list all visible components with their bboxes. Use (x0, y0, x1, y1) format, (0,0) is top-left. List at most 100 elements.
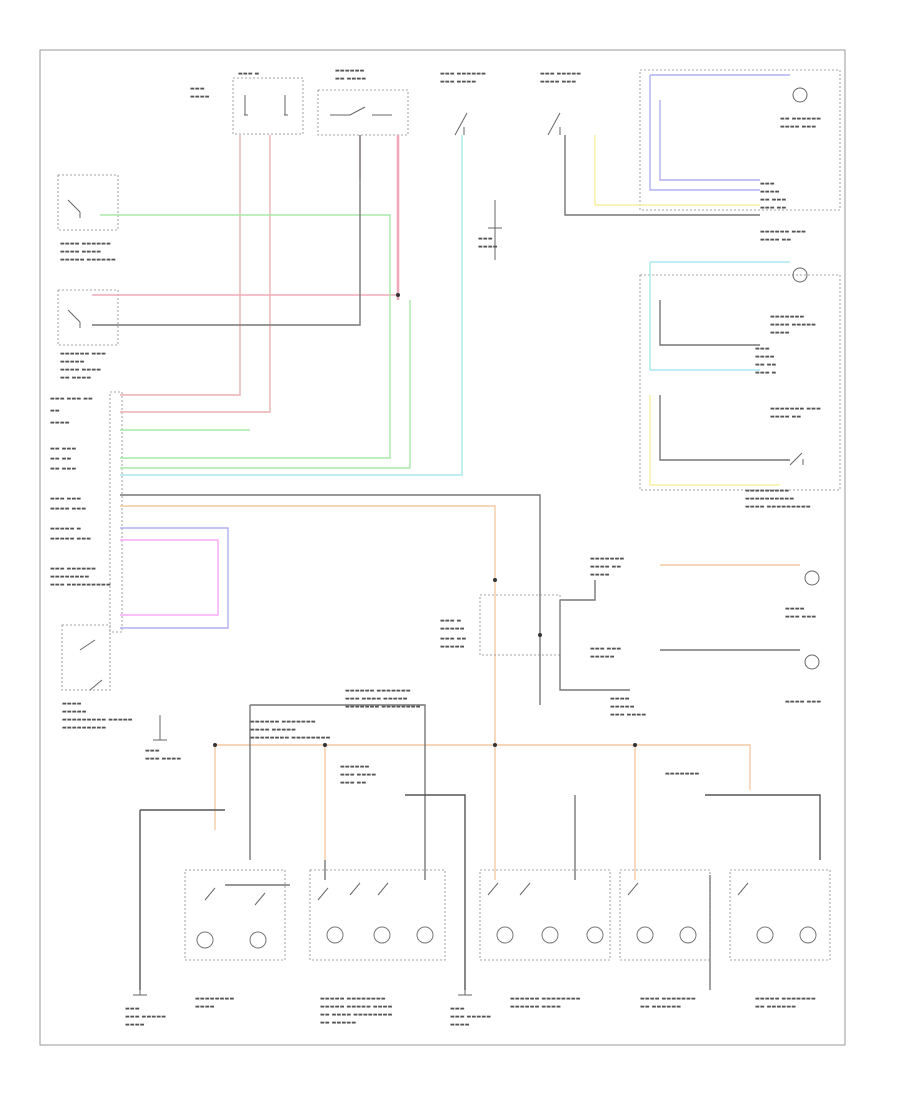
svg-text:▬▬▬▬ ▬▬▬▬: ▬▬▬▬ ▬▬▬▬ (60, 249, 101, 255)
diagram-border (39, 49, 846, 1046)
splice-labels: ▬▬▬▬▬▬ ▬▬▬▬▬▬▬ ▬▬▬ ▬▬▬▬ ▬▬▬▬▬ ▬▬▬▬▬▬▬ ▬▬… (250, 688, 699, 786)
wire-cyan-1 (120, 135, 463, 476)
svg-text:▬▬▬ ▬▬▬▬▬: ▬▬▬ ▬▬▬▬▬ (540, 71, 581, 77)
svg-text:▬▬▬ ▬▬▬: ▬▬▬ ▬▬▬ (590, 646, 621, 652)
svg-text:▬▬▬: ▬▬▬ (145, 748, 160, 754)
svg-text:▬▬▬▬▬ ▬▬▬▬▬▬▬▬: ▬▬▬▬▬ ▬▬▬▬▬▬▬▬ (320, 996, 386, 1002)
front-door-switch-left: ▬▬▬▬ ▬▬▬▬▬▬ ▬▬▬▬ ▬▬▬▬ ▬▬▬▬▬ ▬▬▬▬▬▬ (57, 174, 119, 263)
svg-text:▬▬▬ ▬▬▬: ▬▬▬ ▬▬▬ (50, 496, 81, 502)
svg-text:▬▬▬▬ ▬▬▬: ▬▬▬▬ ▬▬▬ (540, 79, 576, 85)
svg-text:▬▬▬▬▬ ▬▬▬▬▬▬: ▬▬▬▬▬ ▬▬▬▬▬▬ (60, 257, 116, 263)
svg-text:▬▬ ▬▬▬▬ ▬▬▬▬▬▬▬▬: ▬▬ ▬▬▬▬ ▬▬▬▬▬▬▬▬ (320, 1012, 393, 1018)
svg-text:▬▬▬▬ ▬▬▬▬▬: ▬▬▬▬ ▬▬▬▬▬ (770, 322, 816, 328)
wire-gray-4 (659, 395, 790, 461)
svg-text:▬▬▬ ▬▬: ▬▬▬ ▬▬ (340, 780, 366, 786)
svg-text:▬▬▬▬▬: ▬▬▬▬▬ (610, 704, 635, 710)
wire-blue-2 (649, 74, 790, 191)
svg-text:▬▬▬▬▬▬: ▬▬▬▬▬▬ (340, 764, 370, 770)
wire-red-1 (120, 135, 241, 396)
svg-text:▬▬▬ ▬▬▬▬▬: ▬▬▬ ▬▬▬▬▬ (125, 1014, 166, 1020)
wire-gray-9 (324, 795, 711, 990)
svg-text:▬▬▬▬: ▬▬▬▬ (125, 1022, 145, 1028)
svg-text:▬▬▬▬▬▬▬ ▬▬▬▬▬▬▬▬: ▬▬▬▬▬▬▬ ▬▬▬▬▬▬▬▬ (345, 704, 421, 710)
svg-text:▬▬▬▬▬ ▬▬▬: ▬▬▬▬▬ ▬▬▬ (50, 536, 91, 542)
wire-orange-1 (120, 505, 496, 880)
svg-text:▬▬▬ ▬▬: ▬▬▬ ▬▬ (440, 636, 466, 642)
svg-text:▬▬▬▬: ▬▬▬▬ (190, 94, 210, 100)
svg-text:▬▬▬: ▬▬▬ (755, 346, 770, 352)
svg-text:▬▬▬▬▬▬ ▬▬▬▬▬▬▬: ▬▬▬▬▬▬ ▬▬▬▬▬▬▬ (250, 719, 316, 725)
svg-text:▬▬ ▬▬▬: ▬▬ ▬▬▬ (50, 446, 76, 452)
wire-gray-1 (92, 135, 361, 326)
rear-lamp-module: ▬▬ ▬▬▬▬▬▬ ▬▬▬▬ ▬▬▬ ▬▬▬ ▬▬▬▬ ▬▬ ▬▬▬ ▬▬▬ ▬… (639, 69, 841, 243)
wire-cyan-2 (649, 261, 790, 371)
svg-text:▬▬ ▬▬▬▬▬: ▬▬ ▬▬▬▬▬ (320, 1020, 356, 1026)
ground-left: ▬▬▬ ▬▬▬ ▬▬▬▬▬ ▬▬▬▬ (125, 990, 166, 1028)
ground-mid: ▬▬▬ ▬▬▬ ▬▬▬▬▬ ▬▬▬▬ (450, 990, 491, 1028)
svg-text:▬▬▬▬▬▬▬▬: ▬▬▬▬▬▬▬▬ (50, 574, 89, 580)
wire-blue-3 (659, 100, 760, 181)
wire-yellow-2 (649, 395, 780, 486)
svg-text:▬▬ ▬▬▬: ▬▬ ▬▬▬ (50, 466, 76, 472)
wire-red-2 (120, 135, 271, 413)
svg-text:▬▬▬▬▬ ▬▬▬▬▬ ▬▬▬▬: ▬▬▬▬▬ ▬▬▬▬▬ ▬▬▬▬ (320, 1004, 393, 1010)
svg-text:▬▬▬▬▬▬ ▬▬▬▬▬▬▬▬: ▬▬▬▬▬▬ ▬▬▬▬▬▬▬▬ (510, 996, 581, 1002)
svg-text:▬▬▬ ▬▬▬▬: ▬▬▬ ▬▬▬▬ (340, 772, 376, 778)
svg-text:▬▬ ▬▬: ▬▬ ▬▬ (755, 362, 777, 368)
svg-text:▬▬▬: ▬▬▬ (478, 236, 493, 242)
svg-text:▬▬▬▬▬▬▬▬▬ ▬▬▬▬▬: ▬▬▬▬▬▬▬▬▬ ▬▬▬▬▬ (62, 717, 133, 723)
svg-text:▬▬▬▬▬▬▬ ▬▬▬: ▬▬▬▬▬▬▬ ▬▬▬ (770, 406, 821, 412)
svg-text:▬▬▬▬: ▬▬▬▬ (785, 606, 805, 612)
wire-gray-2b (564, 135, 760, 216)
svg-text:▬▬▬▬ ▬▬: ▬▬▬▬ ▬▬ (770, 414, 801, 420)
lamp-group-3: ▬▬▬▬▬▬ ▬▬▬▬▬▬▬▬ ▬▬▬▬▬▬ ▬▬▬▬ (479, 869, 611, 1010)
svg-text:▬▬▬▬ ▬▬▬▬▬: ▬▬▬▬ ▬▬▬▬▬ (250, 727, 296, 733)
svg-text:▬▬▬▬▬▬▬: ▬▬▬▬▬▬▬ (590, 556, 625, 562)
svg-text:▬▬▬ ▬▬▬▬▬: ▬▬▬ ▬▬▬▬▬ (450, 1014, 491, 1020)
wire-yellow-1 (594, 135, 760, 206)
lamp-group-4: ▬▬▬▬ ▬▬▬▬▬▬▬ ▬▬ ▬▬▬▬▬▬ (619, 869, 711, 1010)
wire-black-right (705, 794, 821, 860)
svg-text:▬▬▬▬ ▬▬: ▬▬▬▬ ▬▬ (760, 237, 791, 243)
wire-orange-2 (215, 744, 751, 790)
svg-text:▬▬▬▬: ▬▬▬▬ (610, 696, 630, 702)
svg-text:▬▬▬▬▬▬ ▬▬▬▬: ▬▬▬▬▬▬ ▬▬▬▬ (510, 1004, 561, 1010)
svg-text:▬▬ ▬▬▬▬▬▬: ▬▬ ▬▬▬▬▬▬ (755, 1004, 796, 1010)
svg-text:▬▬▬▬ ▬▬▬▬: ▬▬▬▬ ▬▬▬▬ (60, 367, 101, 373)
svg-text:▬▬▬▬: ▬▬▬▬ (62, 701, 82, 707)
svg-text:▬▬▬ ▬▬▬ ▬▬: ▬▬▬ ▬▬▬ ▬▬ (50, 396, 93, 402)
svg-text:▬▬▬▬ ▬▬▬▬▬▬▬: ▬▬▬▬ ▬▬▬▬▬▬▬ (640, 996, 696, 1002)
svg-text:▬▬▬: ▬▬▬ (190, 86, 205, 92)
svg-text:▬▬▬▬ ▬▬▬▬▬▬: ▬▬▬▬ ▬▬▬▬▬▬ (60, 241, 111, 247)
svg-text:▬▬▬▬: ▬▬▬▬ (590, 572, 610, 578)
wire-gray-7 (250, 704, 426, 860)
svg-text:▬▬▬: ▬▬▬ (125, 1006, 140, 1012)
svg-text:▬▬▬▬ ▬▬▬: ▬▬▬▬ ▬▬▬ (785, 699, 821, 705)
svg-text:▬▬▬▬▬ ▬: ▬▬▬▬▬ ▬ (50, 526, 81, 532)
lamp-group-5: ▬▬▬▬▬ ▬▬▬▬▬▬▬ ▬▬ ▬▬▬▬▬▬ (729, 869, 831, 1010)
svg-text:▬▬▬▬▬▬▬▬▬▬: ▬▬▬▬▬▬▬▬▬▬ (745, 496, 794, 502)
rear-door-switch-left: ▬▬▬▬▬▬ ▬▬▬ ▬▬▬▬▬ ▬▬▬▬ ▬▬▬▬ ▬▬ ▬▬▬▬ (57, 289, 119, 381)
svg-text:▬▬▬ ▬▬▬▬▬▬: ▬▬▬ ▬▬▬▬▬▬ (50, 566, 96, 572)
svg-text:▬▬▬▬: ▬▬▬▬ (760, 189, 780, 195)
svg-text:▬▬▬ ▬▬▬▬▬▬▬▬▬: ▬▬▬ ▬▬▬▬▬▬▬▬▬ (50, 582, 111, 588)
svg-text:▬▬▬▬ ▬▬▬▬▬▬▬▬▬: ▬▬▬▬ ▬▬▬▬▬▬▬▬▬ (745, 504, 811, 510)
svg-text:▬▬▬ ▬: ▬▬▬ ▬ (755, 370, 777, 376)
svg-text:▬▬ ▬▬▬▬▬▬: ▬▬ ▬▬▬▬▬▬ (780, 116, 821, 122)
svg-text:▬▬▬▬▬: ▬▬▬▬▬ (62, 709, 87, 715)
svg-text:▬▬▬▬▬▬ ▬▬▬▬▬▬▬: ▬▬▬▬▬▬ ▬▬▬▬▬▬▬ (345, 688, 411, 694)
svg-text:▬▬▬▬: ▬▬▬▬ (50, 420, 70, 426)
passenger-door-module: ▬▬▬▬▬▬▬ ▬▬▬▬ ▬▬▬▬▬ ▬▬▬▬ ▬▬▬ ▬▬▬▬ ▬▬ ▬▬ ▬… (639, 267, 841, 510)
lamp-group-2: ▬▬▬▬▬ ▬▬▬▬▬▬▬▬ ▬▬▬▬▬ ▬▬▬▬▬ ▬▬▬▬ ▬▬ ▬▬▬▬ … (309, 869, 446, 1026)
wire-gray-2 (120, 494, 541, 705)
svg-text:▬▬▬▬▬: ▬▬▬▬▬ (440, 644, 465, 650)
door-jamb-switch-top: ▬▬▬ ▬▬▬▬▬▬ ▬▬▬ ▬▬▬▬ ▬▬▬ ▬▬▬▬ (440, 71, 502, 260)
svg-text:▬▬▬▬▬: ▬▬▬▬▬ (590, 654, 615, 660)
svg-text:▬▬▬▬ ▬▬▬: ▬▬▬▬ ▬▬▬ (50, 506, 86, 512)
svg-text:▬▬ ▬▬▬▬: ▬▬ ▬▬▬▬ (60, 375, 91, 381)
svg-text:▬▬▬ ▬▬▬▬: ▬▬▬ ▬▬▬▬ (440, 79, 476, 85)
svg-text:▬▬▬: ▬▬▬ (450, 1006, 465, 1012)
wire-magenta-1 (120, 539, 219, 616)
svg-text:▬▬▬▬: ▬▬▬▬ (770, 330, 790, 336)
